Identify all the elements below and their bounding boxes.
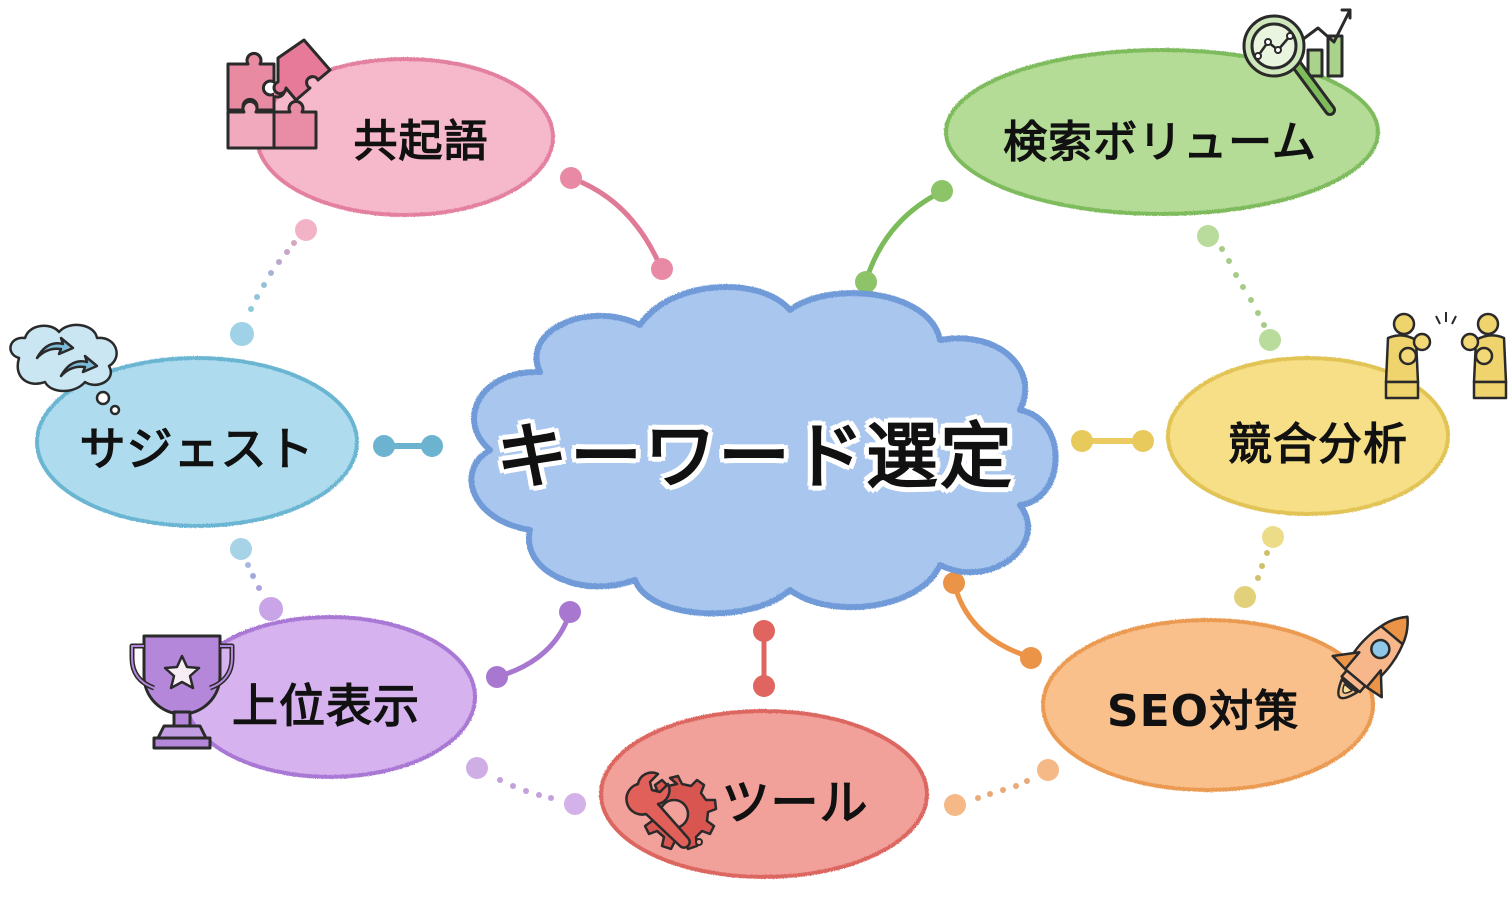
node-label-search-volume: 検索ボリューム: [1003, 117, 1317, 168]
wrench-gear-icon: [625, 771, 718, 851]
node-label-seo: SEO対策: [1106, 686, 1300, 737]
center-topic-label: キーワード選定: [495, 414, 1015, 499]
connector-center-suggest: [373, 435, 443, 457]
node-shape-suggest: [35, 356, 359, 528]
node-label-co-occurrence: 共起語: [353, 116, 489, 167]
trophy-icon: [129, 634, 235, 750]
puzzle-icon: [226, 38, 332, 150]
connector-center-top-ranking: [486, 601, 581, 688]
connector-center-search-volume: [855, 180, 953, 293]
boxer-left: [1384, 312, 1432, 400]
thought-cloud-arrows-icon: [9, 323, 121, 416]
node-shape-seo: [1041, 618, 1375, 792]
dotted-connector-tools-seo: [944, 759, 1059, 816]
rocket-icon: [1331, 615, 1409, 700]
dotted-connector-top-ranking-tools: [466, 757, 586, 815]
node-label-top-ranking: 上位表示: [232, 679, 420, 733]
connector-center-competitor: [1071, 430, 1154, 452]
node-label-competitor-analysis: 競合分析: [1228, 419, 1408, 470]
dotted-connector-seo-competitor: [1234, 526, 1284, 608]
node-label-suggest: サジェスト: [79, 422, 315, 476]
connector-center-co-occurrence: [560, 167, 673, 280]
dotted-connector-competitor-search-volume: [1197, 225, 1281, 351]
solid-connectors: [373, 167, 1154, 697]
dotted-connectors: [230, 219, 1284, 816]
connector-center-seo: [943, 572, 1042, 669]
boxer-right: [1460, 312, 1508, 400]
node-shape-competitor: [1166, 356, 1450, 516]
dotted-connector-co-occurrence-suggest: [230, 219, 317, 346]
dotted-connector-suggest-top-ranking: [230, 538, 283, 621]
node-shape-search-volume: [944, 48, 1380, 216]
center-cloud: [468, 284, 1059, 617]
boxers-icon: [1384, 312, 1508, 400]
connector-center-tools: [753, 620, 775, 697]
magnifier-chart-icon: [1242, 8, 1352, 116]
node-label-tools: ツール: [721, 775, 869, 831]
